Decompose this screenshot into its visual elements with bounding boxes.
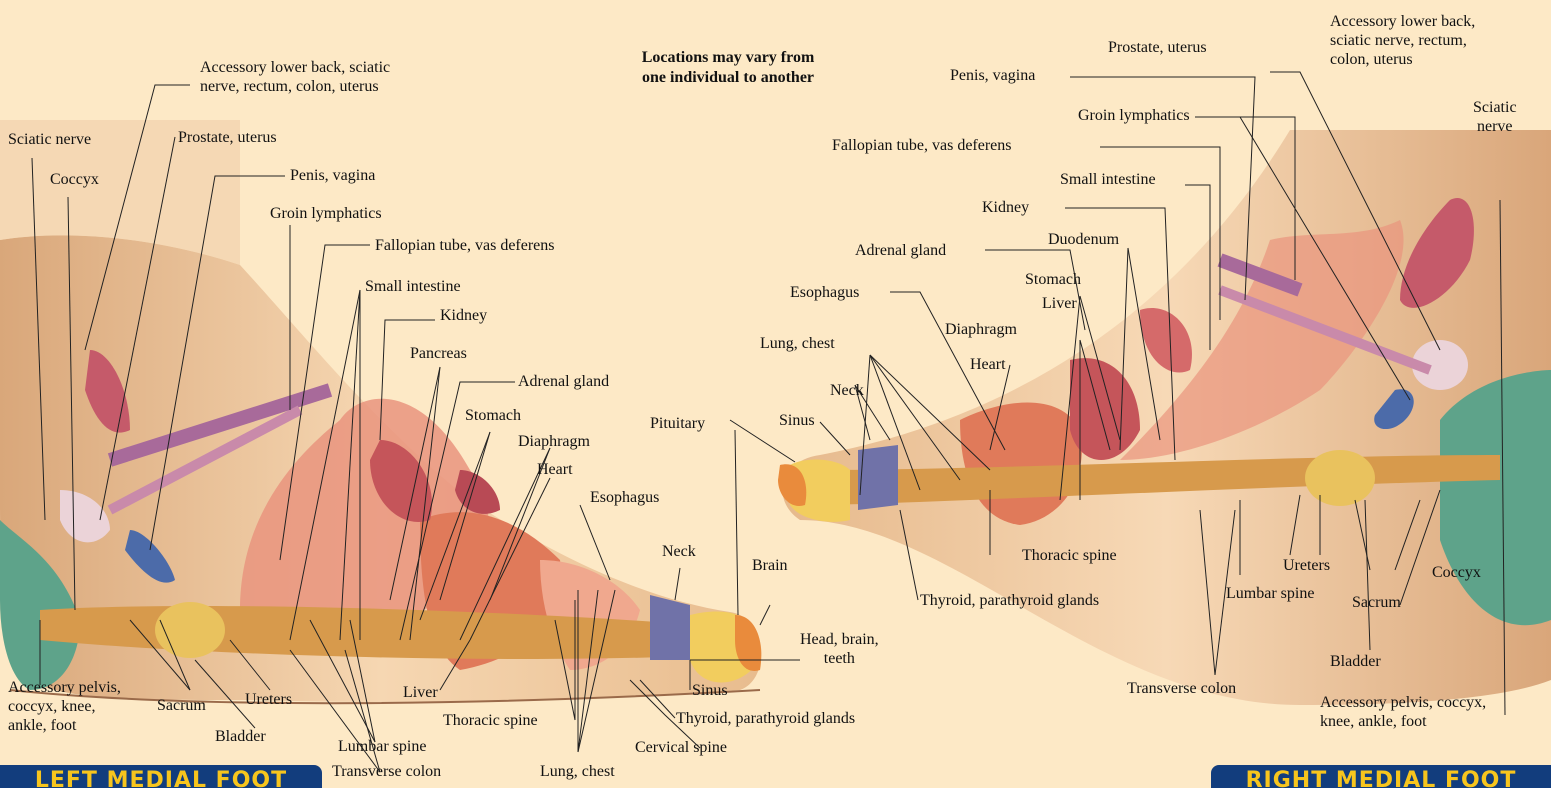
left-label-fallopian-tube: Fallopian tube, vas deferens: [375, 236, 555, 255]
left-label-kidney: Kidney: [440, 306, 487, 325]
right-label-lumbar-spine: Lumbar spine: [1226, 584, 1314, 603]
right-label-duodenum: Duodenum: [1048, 230, 1119, 249]
right-label-lung-chest: Lung, chest: [760, 334, 835, 353]
right-foot: [778, 130, 1551, 705]
right-label-small-intestine: Small intestine: [1060, 170, 1156, 189]
left-label-accessory-lower-back: Accessory lower back, sciatic nerve, rec…: [200, 58, 390, 96]
left-label-prostate-uterus: Prostate, uterus: [178, 128, 277, 147]
left-label-thoracic-spine: Thoracic spine: [443, 711, 538, 730]
right-label-accessory-pelvis: Accessory pelvis, coccyx, knee, ankle, f…: [1320, 693, 1486, 731]
left-label-diaphragm: Diaphragm: [518, 432, 590, 451]
left-label-pituitary: Pituitary: [650, 414, 705, 433]
right-label-stomach: Stomach: [1025, 270, 1081, 289]
right-label-adrenal-gland: Adrenal gland: [855, 241, 946, 260]
right-label-heart: Heart: [970, 355, 1006, 374]
left-label-head-brain-teeth: Head, brain, teeth: [800, 630, 879, 668]
right-label-groin-lymphatics: Groin lymphatics: [1078, 106, 1190, 125]
left-label-ureters: Ureters: [245, 690, 292, 709]
right-label-penis-vagina: Penis, vagina: [950, 66, 1035, 85]
left-label-accessory-pelvis: Accessory pelvis, coccyx, knee, ankle, f…: [8, 678, 121, 735]
left-label-cervical-spine: Cervical spine: [635, 738, 727, 757]
right-foot-banner: RIGHT MEDIAL FOOT: [1211, 765, 1551, 788]
right-label-sacrum: Sacrum: [1352, 593, 1401, 612]
left-label-stomach: Stomach: [465, 406, 521, 425]
left-label-coccyx: Coccyx: [50, 170, 99, 189]
right-label-sciatic-nerve: Sciatic nerve: [1473, 98, 1517, 136]
location-note: Locations may vary from one individual t…: [608, 48, 848, 88]
right-label-coccyx: Coccyx: [1432, 563, 1481, 582]
right-label-prostate-uterus: Prostate, uterus: [1108, 38, 1207, 57]
right-label-sinus: Sinus: [779, 411, 815, 430]
left-label-bladder: Bladder: [215, 727, 266, 746]
left-label-lumbar-spine: Lumbar spine: [338, 737, 426, 756]
right-label-fallopian-tube: Fallopian tube, vas deferens: [832, 136, 1012, 155]
right-label-diaphragm: Diaphragm: [945, 320, 1017, 339]
right-label-kidney: Kidney: [982, 198, 1029, 217]
left-label-sinus: Sinus: [692, 681, 728, 700]
left-label-sciatic-nerve: Sciatic nerve: [8, 130, 91, 149]
left-label-penis-vagina: Penis, vagina: [290, 166, 375, 185]
left-label-brain: Brain: [752, 556, 788, 575]
right-label-liver: Liver: [1042, 294, 1077, 313]
left-label-small-intestine: Small intestine: [365, 277, 461, 296]
right-label-neck: Neck: [830, 381, 864, 400]
right-label-thoracic-spine: Thoracic spine: [1022, 546, 1117, 565]
left-label-lung-chest: Lung, chest: [540, 762, 615, 781]
left-label-thyroid: Thyroid, parathyroid glands: [676, 709, 855, 728]
right-label-transverse-colon: Transverse colon: [1127, 679, 1236, 698]
left-label-pancreas: Pancreas: [410, 344, 467, 363]
right-label-ureters: Ureters: [1283, 556, 1330, 575]
right-label-accessory-lower-back: Accessory lower back, sciatic nerve, rec…: [1330, 12, 1475, 69]
left-label-liver: Liver: [403, 683, 438, 702]
left-label-heart: Heart: [537, 460, 573, 479]
left-label-transverse-colon: Transverse colon: [332, 762, 441, 781]
right-label-esophagus: Esophagus: [790, 283, 859, 302]
left-label-esophagus: Esophagus: [590, 488, 659, 507]
right-label-thyroid: Thyroid, parathyroid glands: [920, 591, 1099, 610]
left-label-neck: Neck: [662, 542, 696, 561]
left-label-sacrum: Sacrum: [157, 696, 206, 715]
right-label-bladder: Bladder: [1330, 652, 1381, 671]
left-label-adrenal-gland: Adrenal gland: [518, 372, 609, 391]
left-foot-banner: LEFT MEDIAL FOOT: [0, 765, 322, 788]
left-label-groin-lymphatics: Groin lymphatics: [270, 204, 382, 223]
